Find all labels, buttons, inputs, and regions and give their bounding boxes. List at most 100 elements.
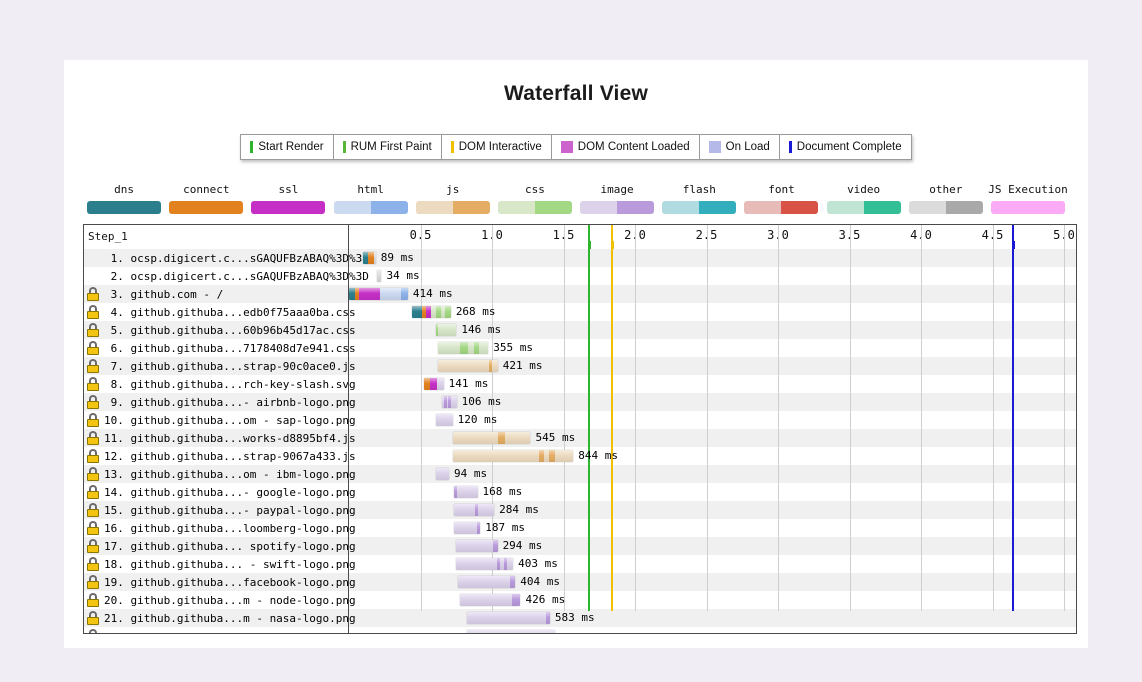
request-label-cell[interactable]: 9. github.githuba...- airbnb-logo.png bbox=[84, 393, 356, 411]
bar-segment-image_light bbox=[441, 396, 444, 408]
request-bar[interactable] bbox=[466, 612, 550, 624]
request-label-cell[interactable]: 5. github.githuba...60b96b45d17ac.css bbox=[84, 321, 356, 339]
request-label-cell[interactable]: 6. github.githuba...7178408d7e941.css bbox=[84, 339, 356, 357]
request-label[interactable]: 19. github.githuba...facebook-logo.png bbox=[104, 576, 356, 589]
request-label[interactable]: 14. github.githuba...- google-logo.png bbox=[104, 486, 356, 499]
request-label[interactable]: 9. github.githuba...- airbnb-logo.png bbox=[104, 396, 356, 409]
bar-segment-image_light bbox=[446, 396, 449, 408]
request-bar[interactable] bbox=[441, 396, 457, 408]
request-bar[interactable] bbox=[453, 504, 495, 516]
request-label[interactable]: 13. github.githuba...om - ibm-logo.png bbox=[104, 468, 356, 481]
request-label-cell[interactable]: 21. github.githuba...m - nasa-logo.png bbox=[84, 609, 356, 627]
request-label-cell[interactable]: 16. github.githuba...loomberg-logo.png bbox=[84, 519, 356, 537]
bar-segment-image_light bbox=[453, 504, 475, 516]
request-label[interactable]: 12. github.githuba...strap-9067a433.js bbox=[104, 450, 356, 463]
request-bar[interactable] bbox=[437, 360, 498, 372]
phase-legend-item-flash: flash bbox=[658, 182, 740, 214]
request-label[interactable]: 21. github.githuba...m - nasa-logo.png bbox=[104, 612, 356, 625]
document-complete-axis-tick bbox=[1011, 241, 1015, 249]
request-bar[interactable] bbox=[459, 594, 521, 606]
request-label-cell[interactable]: 19. github.githuba...facebook-logo.png bbox=[84, 573, 356, 591]
request-label-cell[interactable]: 10. github.githuba...om - sap-logo.png bbox=[84, 411, 356, 429]
request-label-cell[interactable]: 1. ocsp.digicert.c...sGAQUFBzABAQ%3D%3D bbox=[84, 249, 369, 267]
request-bar[interactable] bbox=[423, 378, 444, 390]
lock-body bbox=[87, 311, 99, 319]
request-bar[interactable] bbox=[412, 306, 451, 318]
lock-shackle bbox=[89, 359, 97, 366]
lock-shackle bbox=[89, 449, 97, 456]
phase-swatch-segment bbox=[945, 201, 983, 214]
request-bar-cell: 426 ms bbox=[348, 591, 1076, 609]
lock-icon bbox=[87, 305, 99, 319]
request-bar-cell: 421 ms bbox=[348, 357, 1076, 375]
request-label-cell[interactable]: 14. github.githuba...- google-logo.png bbox=[84, 483, 356, 501]
event-legend-label: Document Complete bbox=[796, 141, 902, 153]
request-label[interactable]: 11. github.githuba...works-d8895bf4.js bbox=[104, 432, 356, 445]
event-legend-item-dom-content-loaded: DOM Content Loaded bbox=[552, 135, 700, 160]
request-label-cell[interactable]: 3. github.com - / bbox=[84, 285, 348, 303]
request-label-cell[interactable]: 8. github.githuba...rch-key-slash.svg bbox=[84, 375, 356, 393]
bar-segment-image_dark bbox=[453, 486, 457, 498]
request-bar[interactable] bbox=[452, 450, 574, 462]
request-label[interactable]: 8. github.githuba...rch-key-slash.svg bbox=[104, 378, 356, 391]
request-label-cell[interactable]: 2. ocsp.digicert.c...sGAQUFBzABAQ%3D%3D bbox=[84, 267, 369, 285]
request-bar[interactable] bbox=[435, 468, 449, 480]
phase-legend-label: other bbox=[929, 183, 963, 196]
request-label[interactable]: 3. github.com - / bbox=[104, 288, 224, 301]
request-label[interactable]: 10. github.githuba...om - sap-logo.png bbox=[104, 414, 356, 427]
request-label[interactable]: 7. github.githuba...strap-90c0ace0.js bbox=[104, 360, 356, 373]
request-label-cell[interactable]: 7. github.githuba...strap-90c0ace0.js bbox=[84, 357, 356, 375]
bar-segment-js_light bbox=[544, 450, 550, 462]
request-label-cell[interactable]: 17. github.githuba... spotify-logo.png bbox=[84, 537, 356, 555]
request-label[interactable]: 20. github.githuba...m - node-logo.png bbox=[104, 594, 356, 607]
phase-swatch-segment bbox=[534, 201, 572, 214]
bar-segment-connect bbox=[354, 288, 359, 300]
request-bar[interactable] bbox=[455, 540, 498, 552]
event-legend-item-on-load: On Load bbox=[700, 135, 780, 160]
request-bar[interactable] bbox=[457, 576, 516, 588]
phase-swatch-icon bbox=[497, 201, 572, 214]
event-line-marker-icon bbox=[450, 141, 454, 153]
request-bar[interactable] bbox=[466, 630, 556, 633]
request-label[interactable]: 18. github.githuba... - swift-logo.png bbox=[104, 558, 356, 571]
bar-segment-image_light bbox=[507, 558, 514, 570]
request-bar[interactable] bbox=[348, 288, 408, 300]
bar-segment-connect bbox=[421, 306, 427, 318]
request-label-cell[interactable]: 18. github.githuba... - swift-logo.png bbox=[84, 555, 356, 573]
axis-tick-label: 4.5 bbox=[981, 228, 1004, 242]
request-label-cell[interactable]: 15. github.githuba...- paypal-logo.png bbox=[84, 501, 356, 519]
request-bar-cell: 545 ms bbox=[348, 429, 1076, 447]
event-legend-item-rum-first-paint: RUM First Paint bbox=[334, 135, 442, 160]
request-bar[interactable] bbox=[453, 522, 481, 534]
request-label[interactable]: 17. github.githuba... spotify-logo.png bbox=[104, 540, 356, 553]
request-label[interactable]: 4. github.githuba...edb0f75aaa0ba.css bbox=[104, 306, 356, 319]
phase-swatch-segment bbox=[251, 201, 326, 214]
request-label[interactable]: 5. github.githuba...60b96b45d17ac.css bbox=[104, 324, 356, 337]
request-bar[interactable] bbox=[437, 342, 489, 354]
request-bar[interactable] bbox=[435, 324, 457, 336]
request-bar[interactable] bbox=[452, 432, 531, 444]
request-bar[interactable] bbox=[363, 252, 376, 264]
request-bar[interactable] bbox=[455, 558, 514, 570]
request-label-cell[interactable]: 13. github.githuba...om - ibm-logo.png bbox=[84, 465, 356, 483]
request-bar[interactable] bbox=[376, 270, 382, 282]
request-label[interactable]: 16. github.githuba...loomberg-logo.png bbox=[104, 522, 356, 535]
request-bar[interactable] bbox=[453, 486, 478, 498]
axis-tick-mark bbox=[420, 241, 422, 249]
lock-body bbox=[87, 599, 99, 607]
request-label[interactable]: 2. ocsp.digicert.c...sGAQUFBzABAQ%3D%3D bbox=[104, 270, 369, 283]
request-label-cell[interactable] bbox=[84, 627, 348, 633]
request-label-cell[interactable]: 20. github.githuba...m - node-logo.png bbox=[84, 591, 356, 609]
request-label-cell[interactable]: 11. github.githuba...works-d8895bf4.js bbox=[84, 429, 356, 447]
lock-icon bbox=[87, 431, 99, 445]
request-label[interactable]: 15. github.githuba...- paypal-logo.png bbox=[104, 504, 356, 517]
request-label-cell[interactable]: 4. github.githuba...edb0f75aaa0ba.css bbox=[84, 303, 356, 321]
request-label-cell[interactable]: 12. github.githuba...strap-9067a433.js bbox=[84, 447, 356, 465]
request-label[interactable]: 6. github.githuba...7178408d7e941.css bbox=[104, 342, 356, 355]
request-label[interactable]: 1. ocsp.digicert.c...sGAQUFBzABAQ%3D%3D bbox=[104, 252, 369, 265]
request-bar[interactable] bbox=[435, 414, 453, 426]
